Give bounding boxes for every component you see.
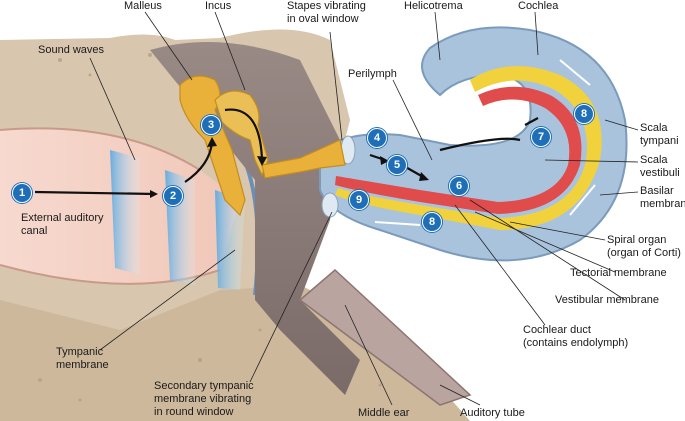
label-tympanic-membrane: Tympanic membrane [56,346,109,371]
label-middle-ear: Middle ear [358,407,410,419]
round-window [321,192,339,218]
stapes-shape [261,139,346,179]
perilymph-flow-arrows [374,59,596,226]
label-scala-vestibuli: Scala vestibuli [640,154,680,179]
cochlear-duct-band [335,86,582,214]
label-basilar-membrane: Basilar membrane [640,185,685,210]
step-marker-4: 4 [367,128,387,148]
arrow-heads [150,137,429,198]
label-helicotrema: Helicotrema [404,0,463,12]
step-marker-5: 5 [387,155,407,175]
leader-lines [89,11,639,406]
step-marker-9: 9 [349,190,369,210]
label-tectorial-membrane: Tectorial membrane [570,267,667,279]
incus-shape [214,90,269,177]
step-marker-3: 3 [201,115,221,135]
step-marker-7: 7 [531,127,551,147]
label-perilymph: Perilymph [348,68,397,80]
label-vestibular-membrane: Vestibular membrane [555,294,659,306]
step-marker-6: 6 [449,176,469,196]
label-sound-waves: Sound waves [38,44,105,56]
label-malleus: Malleus [124,0,162,12]
label-auditory-tube: Auditory tube [460,407,525,419]
label-cochlea: Cochlea [518,0,559,12]
step-marker-1: 1 [12,183,32,203]
auditory-tube-shape [298,268,472,406]
step-marker-8-upper: 8 [574,104,594,124]
middle-ear-cavity [150,42,360,395]
step-marker-2: 2 [163,186,183,206]
bone-texture [38,53,382,402]
label-external-canal: External auditory canal [21,212,104,237]
label-cochlear-duct: Cochlear duct (contains endolymph) [523,324,629,349]
label-secondary-tympanic: Secondary tympanic membrane vibrating in… [154,380,254,418]
label-incus: Incus [205,0,232,12]
label-spiral-organ: Spiral organ (organ of Corti) [607,234,681,259]
step-marker-8-lower: 8 [422,212,442,232]
label-stapes: Stapes vibrating in oval window [287,0,366,25]
label-scala-tympani: Scala tympani [640,122,679,147]
